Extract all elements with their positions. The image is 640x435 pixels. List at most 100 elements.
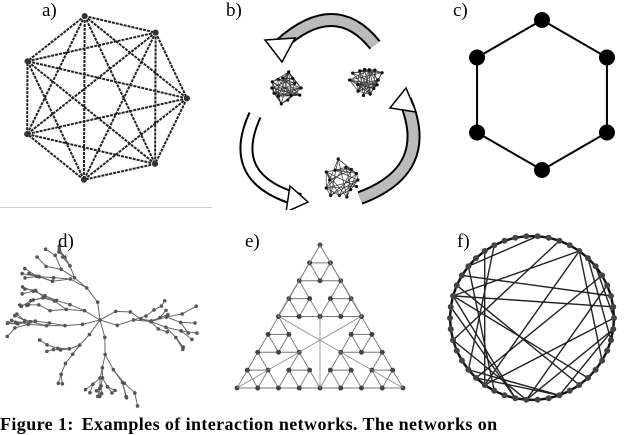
cluster-node	[349, 167, 353, 172]
tree-edge	[35, 320, 50, 324]
ring-node	[534, 233, 541, 240]
cluster-node	[270, 80, 274, 84]
tree-node	[44, 264, 48, 269]
panel-a: a)	[0, 0, 210, 205]
graph-node	[81, 13, 88, 20]
tree-node	[6, 320, 10, 325]
cluster-edge	[271, 78, 293, 89]
cluster-node	[356, 178, 360, 182]
fractal-edge	[360, 369, 384, 389]
fractal-node	[338, 385, 344, 391]
chord-edge	[475, 274, 603, 379]
chord-edge	[467, 266, 495, 391]
fractal-edge	[381, 369, 404, 389]
tree-edge	[180, 322, 189, 334]
tree-node	[164, 308, 168, 313]
tree-node	[56, 346, 60, 351]
tree-edge	[60, 363, 66, 375]
tree-edge	[64, 323, 83, 327]
tree-node	[63, 255, 67, 259]
cluster-edge	[282, 77, 295, 84]
tree-edge	[52, 278, 71, 282]
graph-edge	[26, 97, 188, 136]
cluster-node	[375, 83, 379, 87]
tree-edge	[121, 382, 127, 397]
cluster-edge	[329, 179, 332, 196]
ring-edge	[541, 131, 608, 171]
tree-edge	[14, 315, 25, 321]
graph-edge	[84, 15, 188, 100]
cluster-node	[358, 69, 362, 73]
ring-node	[598, 49, 615, 66]
tree-edge	[82, 319, 101, 325]
ring-node	[465, 366, 472, 373]
fractal-node	[348, 331, 354, 337]
ring-node	[610, 303, 617, 310]
tree-node	[159, 304, 164, 308]
ring-node	[592, 366, 599, 373]
graph-edge	[83, 32, 157, 181]
ring-node	[447, 303, 454, 310]
tree-node	[174, 335, 178, 340]
tree-node	[139, 317, 143, 321]
ring-node	[566, 242, 573, 249]
fractal-node	[359, 349, 364, 355]
cluster-node	[351, 71, 355, 75]
ring-node	[447, 315, 453, 321]
cluster-node	[279, 102, 283, 106]
fractal-node	[317, 278, 323, 284]
tree-node	[77, 343, 82, 347]
cluster-edge	[369, 72, 383, 95]
tree-node	[94, 389, 99, 393]
tree-edge	[150, 316, 167, 323]
curved-arrow-top-fill	[276, 15, 379, 49]
tree-node	[97, 386, 102, 391]
cluster-edge	[325, 171, 348, 198]
tree-node	[91, 382, 95, 386]
fractal-node	[286, 367, 292, 373]
tree-edge	[115, 310, 131, 313]
tree-edge	[69, 265, 75, 278]
chord-edge	[587, 257, 612, 341]
cluster-node	[328, 178, 332, 182]
chord-edge	[456, 284, 580, 386]
tree-node	[122, 381, 127, 386]
cluster-edge	[352, 72, 378, 86]
cluster-edge	[325, 167, 347, 189]
cluster-node	[281, 76, 285, 80]
fractal-edge	[350, 315, 373, 335]
tree-node	[158, 315, 162, 320]
graph-edge	[26, 60, 156, 165]
chord-edge	[467, 245, 495, 370]
arrowhead-top	[263, 37, 297, 64]
tree-node	[37, 303, 41, 307]
ring-node	[501, 392, 508, 399]
cluster-edge	[292, 78, 302, 89]
tree-node	[149, 319, 153, 324]
tree-node	[95, 394, 100, 399]
fractal-edge	[339, 297, 363, 317]
tree-node	[186, 331, 191, 335]
graph-edge	[83, 15, 156, 165]
fractal-node	[296, 314, 302, 319]
tree-node	[103, 352, 107, 357]
cluster-edge	[326, 171, 357, 187]
cluster-node	[354, 184, 358, 189]
cluster-edge	[339, 189, 351, 196]
tree-edge	[181, 305, 197, 315]
ring-node	[473, 374, 480, 381]
tree-node	[45, 349, 49, 354]
cluster-node	[355, 82, 360, 87]
graph-edge	[26, 60, 85, 181]
cluster-node	[363, 67, 367, 72]
chord-edge	[468, 369, 560, 396]
tree-node	[43, 247, 48, 251]
ring-node	[599, 357, 606, 364]
cluster-node	[293, 81, 297, 85]
cluster-edge	[369, 69, 375, 89]
tree-node	[59, 267, 64, 272]
fractal-node	[276, 349, 281, 355]
figure-caption-text: Examples of interaction networks. The ne…	[81, 414, 498, 434]
tree-edge	[134, 392, 139, 407]
tree-node	[68, 302, 72, 307]
